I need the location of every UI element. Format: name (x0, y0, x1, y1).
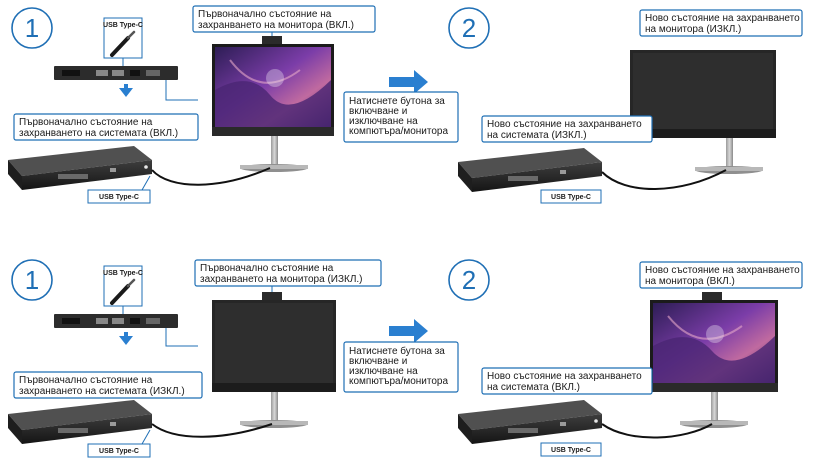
right-arrow-icon (389, 70, 428, 94)
callout-line: захранването на монитора (ВКЛ.) (198, 20, 354, 31)
monitor-off (630, 50, 776, 174)
usb-c-port-closeup: USB Type-C (103, 265, 143, 314)
step-number: 1 (25, 13, 39, 43)
usb-port-label: USB Type-C (103, 22, 143, 29)
callout-line: Ново състояние на захранването (645, 13, 800, 24)
usb-c-port-closeup: USB Type-C (103, 17, 143, 66)
usb-port-label: USB Type-C (103, 270, 143, 277)
up-arrow-icon (119, 332, 133, 345)
callout-line: Ново състояние на захранването (487, 371, 642, 382)
callout-line: Натиснете бутона за (349, 345, 445, 357)
callout-line: на системата (ВКЛ.) (487, 382, 580, 393)
callout-line: компютъра/монитора (349, 376, 448, 387)
scenario-on: 1 USB Type-C Първоначално състояние на з… (8, 5, 803, 204)
usb-cable-label: USB Type-C (99, 194, 139, 201)
monitor-off (212, 292, 336, 428)
callout-line: захранването на системата (ИЗКЛ.) (19, 386, 185, 397)
callout-line: включване и (349, 356, 407, 367)
callout-line: Първоначално състояние на (19, 375, 153, 386)
usb-cable-label: USB Type-C (99, 448, 139, 455)
step-number: 2 (462, 265, 476, 295)
callout-line: Ново състояние на захранването (645, 265, 800, 276)
callout-line: компютъра/монитора (349, 126, 448, 137)
usb-cable-label: USB Type-C (551, 447, 591, 454)
callout-line: захранването на монитора (ИЗКЛ.) (200, 274, 363, 285)
step-1-badge: 1 (11, 259, 53, 301)
callout-line: изключване на (349, 116, 418, 127)
callout-line: на монитора (ВКЛ.) (645, 276, 735, 287)
right-arrow-icon (389, 319, 428, 343)
monitor-on (650, 292, 778, 428)
step-2-badge: 2 (448, 7, 490, 49)
step-1-badge: 1 (11, 7, 53, 49)
monitor-initial-callout: Първоначално състояние на захранването н… (194, 259, 382, 294)
callout-line: на системата (ИЗКЛ.) (487, 130, 587, 141)
system-initial-callout: Първоначално състояние на захранването н… (13, 371, 203, 399)
callout-line: Първоначално състояние на (19, 117, 153, 128)
docking-station: USB Type-C (458, 148, 727, 204)
callout-line: Първоначално състояние на (200, 263, 334, 274)
dock-rear-panel (54, 66, 198, 101)
power-button-callout: Натиснете бутона за включване и изключва… (343, 91, 459, 143)
callout-line: Първоначално състояние на (198, 9, 332, 20)
system-new-callout: Ново състояние на захранването на систем… (481, 115, 653, 143)
callout-line: включване и (349, 106, 407, 117)
step-2-badge: 2 (448, 259, 490, 301)
docking-station: USB Type-C (8, 146, 271, 204)
up-arrow-icon (119, 84, 133, 97)
system-new-callout: Ново състояние на захранването на систем… (481, 367, 653, 395)
system-initial-callout: Първоначално състояние на захранването н… (13, 113, 199, 141)
monitor-on (212, 36, 334, 172)
callout-line: Ново състояние на захранването (487, 119, 642, 130)
callout-line: изключване на (349, 366, 418, 377)
callout-line: Натиснете бутона за (349, 95, 445, 107)
monitor-new-callout: Ново състояние на захранването на монито… (639, 261, 803, 289)
step-number: 1 (25, 265, 39, 295)
docking-station: USB Type-C (8, 400, 273, 458)
docking-station: USB Type-C (458, 400, 713, 457)
step-number: 2 (462, 13, 476, 43)
dock-rear-panel (54, 314, 198, 347)
power-button-callout: Натиснете бутона за включване и изключва… (343, 341, 459, 393)
usb-cable-label: USB Type-C (551, 194, 591, 201)
monitor-new-callout: Ново състояние на захранването на монито… (639, 9, 803, 37)
monitor-initial-callout: Първоначално състояние на захранването н… (192, 5, 376, 40)
callout-line: захранването на системата (ВКЛ.) (19, 128, 178, 139)
callout-line: на монитора (ИЗКЛ.) (645, 24, 741, 35)
scenario-off: 1 USB Type-C Първоначално състояние на з… (8, 259, 803, 458)
